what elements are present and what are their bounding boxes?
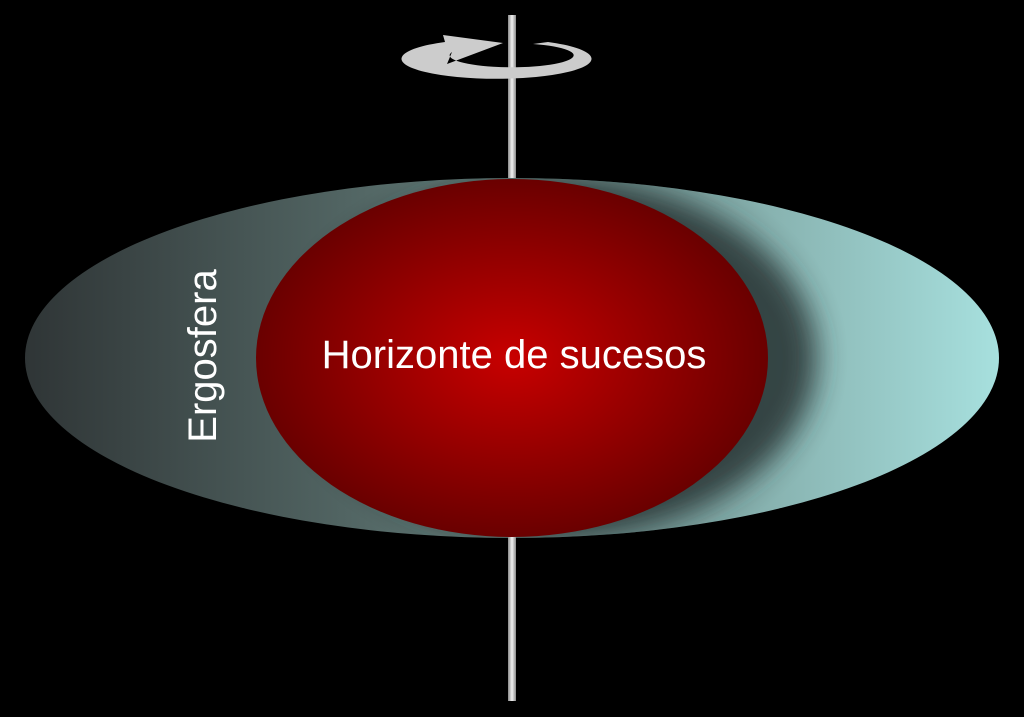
ergosphere-label: Ergosfera — [181, 269, 225, 443]
rotation-axis-lower — [508, 530, 516, 701]
rotation-arrow-icon — [401, 35, 592, 79]
event-horizon-label: Horizonte de sucesos — [322, 333, 707, 377]
event-horizon — [256, 179, 768, 537]
